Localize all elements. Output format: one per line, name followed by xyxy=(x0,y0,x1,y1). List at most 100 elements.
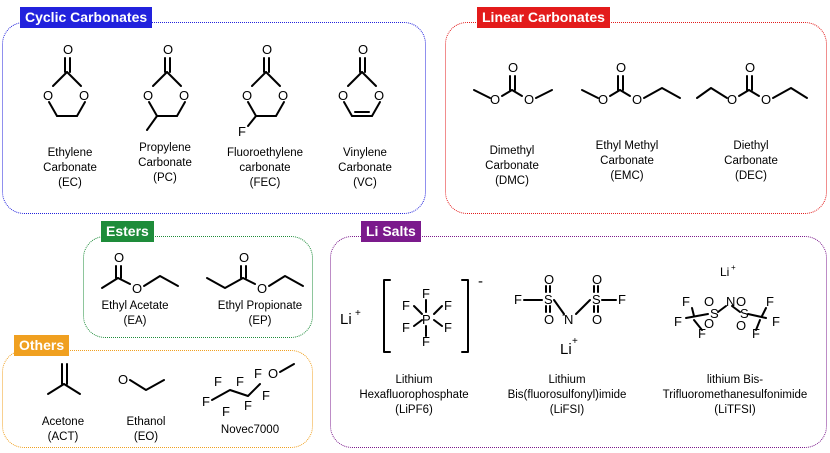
esters-panel xyxy=(83,236,313,338)
esters-title: Esters xyxy=(101,221,154,242)
atom-n: N xyxy=(726,294,735,309)
atom-o: O xyxy=(143,88,153,103)
cyclic-carbonates-panel xyxy=(2,22,426,214)
charge-minus: - xyxy=(562,310,565,321)
atom-f: F xyxy=(262,388,270,403)
ea-label: Ethyl Acetate(EA) xyxy=(101,300,169,327)
atom-o: O xyxy=(736,294,746,309)
atom-f: F xyxy=(444,320,452,335)
linear-carbonates-panel xyxy=(445,22,827,214)
others-title: Others xyxy=(14,335,70,356)
litfsi-label: lithium Bis-Trifluoromethanesulfonimide(… xyxy=(662,374,808,416)
atom-o: O xyxy=(268,366,278,381)
atom-o: O xyxy=(63,42,73,57)
atom-o: O xyxy=(338,88,348,103)
li-salts-title: Li Salts xyxy=(361,221,421,242)
atom-f: F xyxy=(422,334,430,349)
acetone-structure xyxy=(47,363,81,395)
atom-o: O xyxy=(598,92,608,107)
atom-o: O xyxy=(490,92,500,107)
atom-o: O xyxy=(745,60,755,75)
atom-o: O xyxy=(374,88,384,103)
acetone-label: Acetone(ACT) xyxy=(41,416,85,443)
atom-o: O xyxy=(632,92,642,107)
atom-f: F xyxy=(236,374,244,389)
atom-f: F xyxy=(766,294,774,309)
atom-o: O xyxy=(704,294,714,309)
atom-o: O xyxy=(592,272,602,287)
atom-f: F xyxy=(222,404,230,419)
atom-f: F xyxy=(682,294,690,309)
atom-o: O xyxy=(179,88,189,103)
atom-o: O xyxy=(43,88,53,103)
atom-f: F xyxy=(772,314,780,329)
atom-f: F xyxy=(254,366,262,381)
atom-f: F xyxy=(402,320,410,335)
atom-f: F xyxy=(214,374,222,389)
atom-o: O xyxy=(163,42,173,57)
ep-label: Ethyl Propionate(EP) xyxy=(217,300,303,327)
atom-li: Li xyxy=(720,265,729,279)
dmc-structure: O O O xyxy=(473,60,553,107)
atom-o: O xyxy=(239,250,249,265)
atom-o: O xyxy=(278,88,288,103)
ethanol-structure: O xyxy=(118,372,165,391)
lifsi-structure: F S O O - N S O O F Li + xyxy=(514,272,626,358)
atom-li: Li xyxy=(340,311,352,328)
atom-f: F xyxy=(402,298,410,313)
atom-s: S xyxy=(710,306,719,321)
novec7000-label: Novec7000 xyxy=(220,424,280,436)
pc-structure: O O O xyxy=(143,42,189,131)
atom-f: F xyxy=(618,292,626,307)
atom-s: S xyxy=(592,292,601,307)
emc-structure: O O O xyxy=(581,60,681,107)
li-salts-panel xyxy=(330,236,827,448)
dec-structure: O O O xyxy=(696,60,808,107)
atom-f: F xyxy=(244,398,252,413)
atom-o: O xyxy=(727,92,737,107)
atom-s: S xyxy=(740,306,749,321)
novec7000-structure: F F F F F F F O xyxy=(202,363,295,419)
atom-o: O xyxy=(544,312,554,327)
cyclic-carbonates-title: Cyclic Carbonates xyxy=(20,7,153,28)
atom-o: O xyxy=(358,42,368,57)
ep-structure: O O xyxy=(206,250,304,296)
atom-p: P xyxy=(422,312,431,327)
ec-structure: O O O xyxy=(43,42,89,117)
atom-o: O xyxy=(704,316,714,331)
linear-carbonates-title: Linear Carbonates xyxy=(477,7,610,28)
atom-o: O xyxy=(262,42,272,57)
atom-o: O xyxy=(592,312,602,327)
charge-minus: - xyxy=(478,273,483,290)
fec-structure: O O O F xyxy=(238,42,288,139)
atom-f: F xyxy=(698,326,706,341)
atom-o: O xyxy=(524,92,534,107)
atom-s: S xyxy=(544,292,553,307)
ea-structure: O O xyxy=(101,250,179,296)
atom-f: F xyxy=(674,314,682,329)
atom-o: O xyxy=(544,272,554,287)
atom-o: O xyxy=(257,281,267,296)
atom-f: F xyxy=(514,292,522,307)
atom-f: F xyxy=(444,298,452,313)
atom-o: O xyxy=(616,60,626,75)
atom-f: F xyxy=(752,326,760,341)
atom-o: O xyxy=(242,88,252,103)
atom-n: N xyxy=(564,312,573,327)
lipf6-structure: Li + - F F F P F F F xyxy=(340,273,483,353)
atom-li: Li xyxy=(560,341,572,358)
ethanol-label: Ethanol(EO) xyxy=(126,416,166,443)
charge-plus: + xyxy=(355,308,361,319)
atom-o: O xyxy=(114,250,124,265)
atom-o: O xyxy=(736,318,746,333)
atom-f: F xyxy=(238,124,246,139)
atom-f: F xyxy=(422,286,430,301)
charge-plus: + xyxy=(731,263,736,272)
